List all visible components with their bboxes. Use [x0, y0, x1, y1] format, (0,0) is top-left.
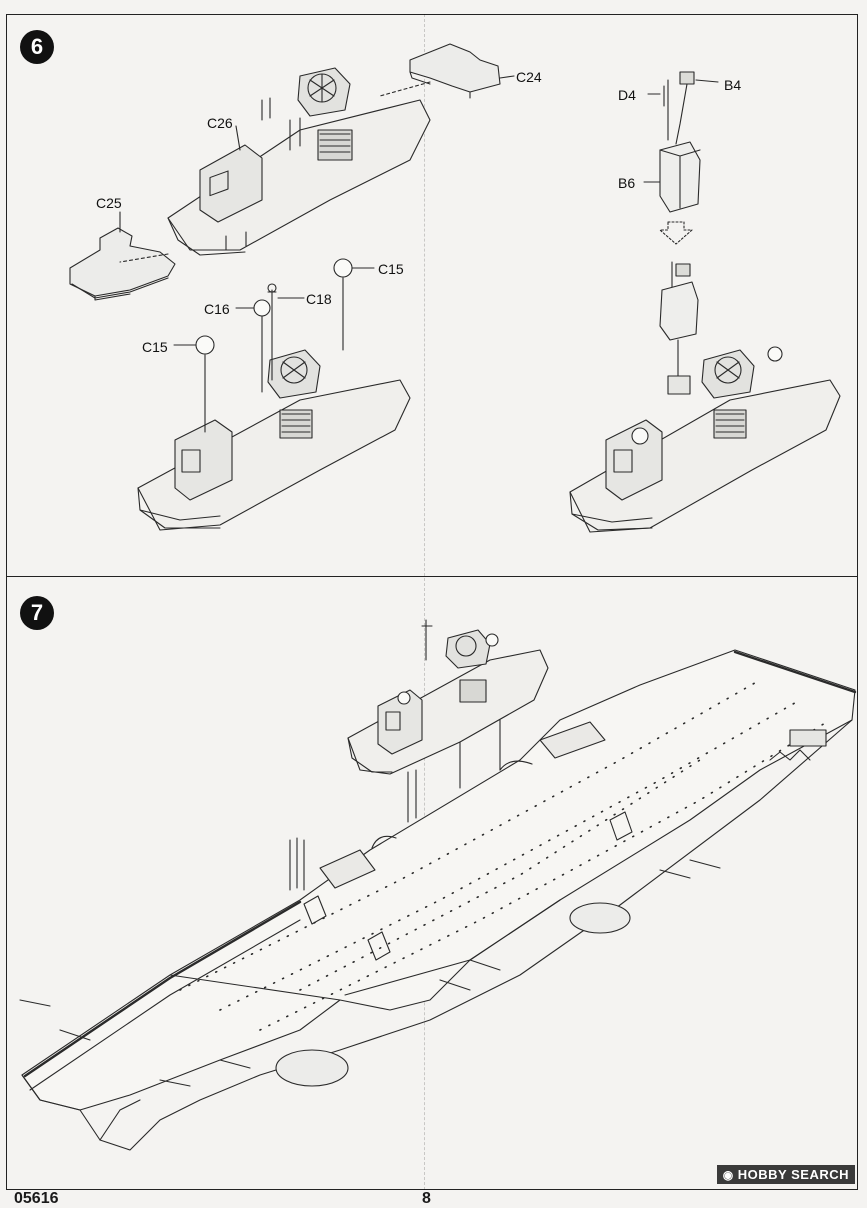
page-number: 8	[422, 1190, 431, 1207]
part-label-c16: C16	[204, 301, 230, 317]
part-label-b6: B6	[618, 175, 636, 191]
part-label-c26: C26	[207, 115, 233, 131]
part-label-c15-left: C15	[142, 339, 168, 355]
part-label-c15-top: C15	[378, 261, 404, 277]
step-divider	[6, 576, 858, 577]
catalog-number: 05616	[14, 1190, 59, 1207]
step-6-number: 6	[30, 34, 44, 59]
step-6-badge: 6	[20, 30, 54, 64]
island-with-sensors	[137, 258, 411, 531]
step-7-number: 7	[30, 600, 44, 625]
part-label-c18: C18	[306, 291, 332, 307]
fold-line	[424, 14, 425, 1190]
part-label-b4: B4	[724, 77, 742, 93]
island-exploded-view	[69, 43, 515, 301]
watermark: ◉ HOBBY SEARCH	[716, 1165, 855, 1184]
mast-assembly	[643, 71, 719, 383]
instruction-sheet	[6, 14, 858, 1190]
camera-icon: ◉	[722, 1167, 734, 1182]
step7-island	[347, 619, 549, 823]
step-7-badge: 7	[20, 596, 54, 630]
part-label-c25: C25	[96, 195, 122, 211]
carrier-hull	[19, 649, 857, 1151]
part-label-c24: C24	[516, 69, 542, 85]
watermark-text: HOBBY SEARCH	[737, 1167, 849, 1182]
island-assembled	[569, 346, 841, 533]
part-label-d4: D4	[618, 87, 636, 103]
